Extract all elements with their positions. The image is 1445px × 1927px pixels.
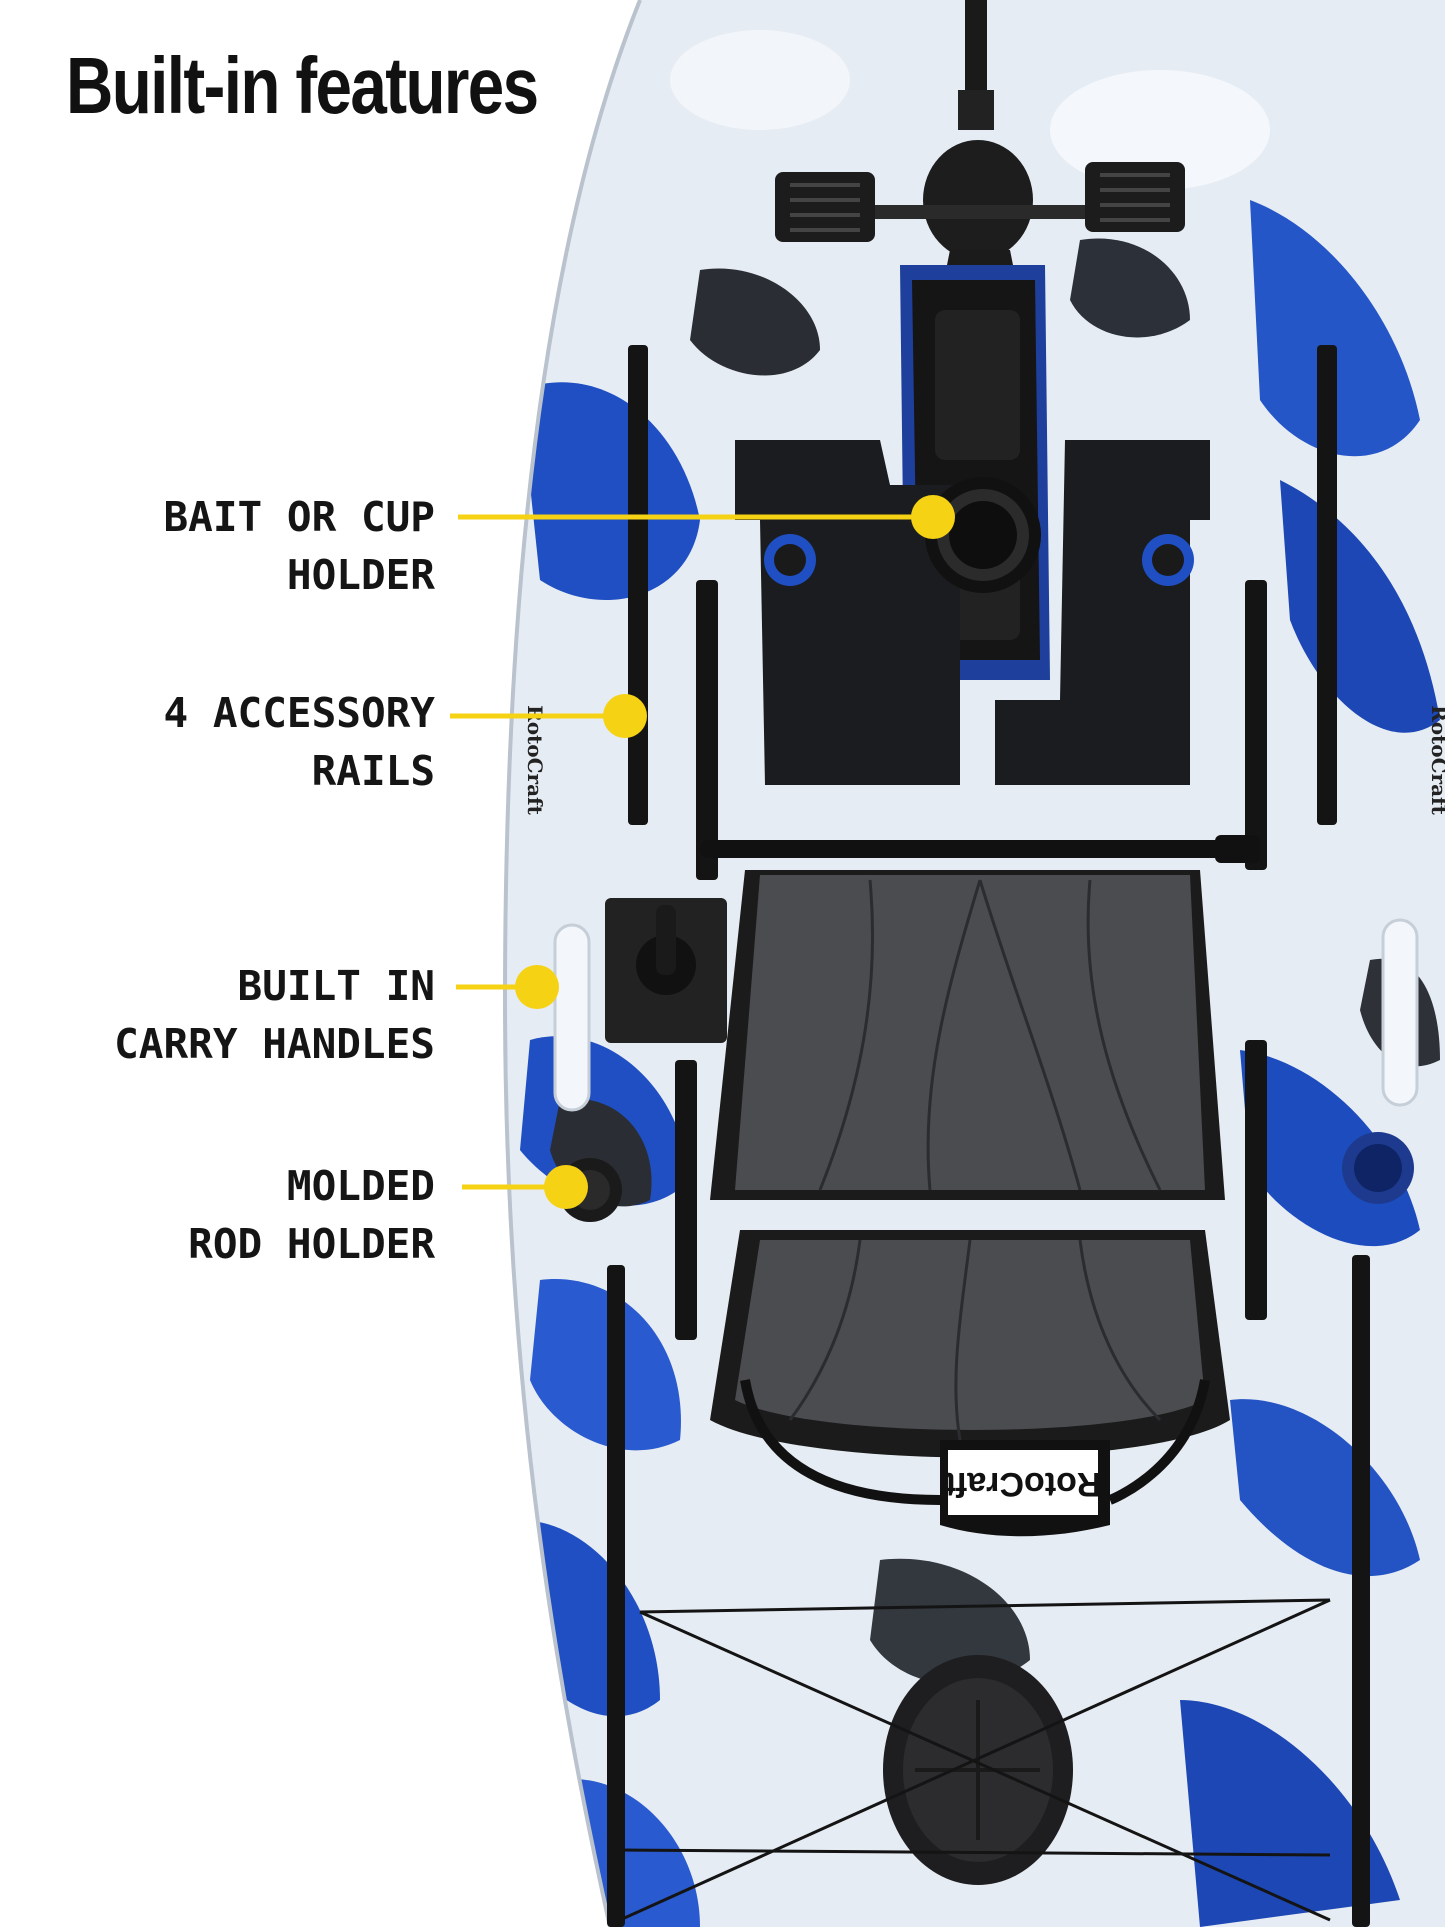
page-title: Built-in features xyxy=(66,41,539,130)
callout-markers xyxy=(450,495,955,1209)
rod-holder-callout-dot xyxy=(544,1165,588,1209)
seat-logo-text: RotoCraft xyxy=(945,1465,1102,1503)
hull-brand-left: RotoCraft xyxy=(523,705,547,816)
carry-handles-callout-dot xyxy=(515,965,559,1009)
cup-holder-callout-dot xyxy=(911,495,955,539)
rudder-control-plate xyxy=(605,898,727,1043)
feature-label-cup-holder: BAIT OR CUP HOLDER xyxy=(163,488,435,604)
feature-label-line: ROD HOLDER xyxy=(188,1220,435,1268)
feature-label-line: BAIT OR CUP xyxy=(163,493,435,541)
stern-hatch xyxy=(883,1655,1073,1885)
feature-label-rod-holder: MOLDED ROD HOLDER xyxy=(188,1157,435,1273)
feature-label-line: MOLDED xyxy=(286,1162,435,1210)
kayak-seat: RotoCraft xyxy=(700,835,1260,1537)
feature-label-line: CARRY HANDLES xyxy=(114,1020,435,1068)
feature-label-line: BUILT IN xyxy=(237,962,435,1010)
feature-label-line: HOLDER xyxy=(286,551,435,599)
hull-brand-right: RotoCraft xyxy=(1427,705,1445,816)
right-deck-pad xyxy=(995,440,1210,785)
left-deck-pad xyxy=(735,440,960,785)
rails-callout-dot xyxy=(603,694,647,738)
scupper-plugs xyxy=(764,534,1194,586)
feature-label-accessory-rails: 4 ACCESSORY RAILS xyxy=(163,684,435,800)
bungee-cords xyxy=(619,1598,1331,1922)
carry-handles xyxy=(553,918,1419,1112)
feature-label-line: RAILS xyxy=(311,747,435,795)
feature-label-line: 4 ACCESSORY xyxy=(163,689,435,737)
accessory-rails xyxy=(607,345,1370,1927)
cup-holder xyxy=(925,477,1041,593)
feature-label-carry-handles: BUILT IN CARRY HANDLES xyxy=(114,957,435,1073)
